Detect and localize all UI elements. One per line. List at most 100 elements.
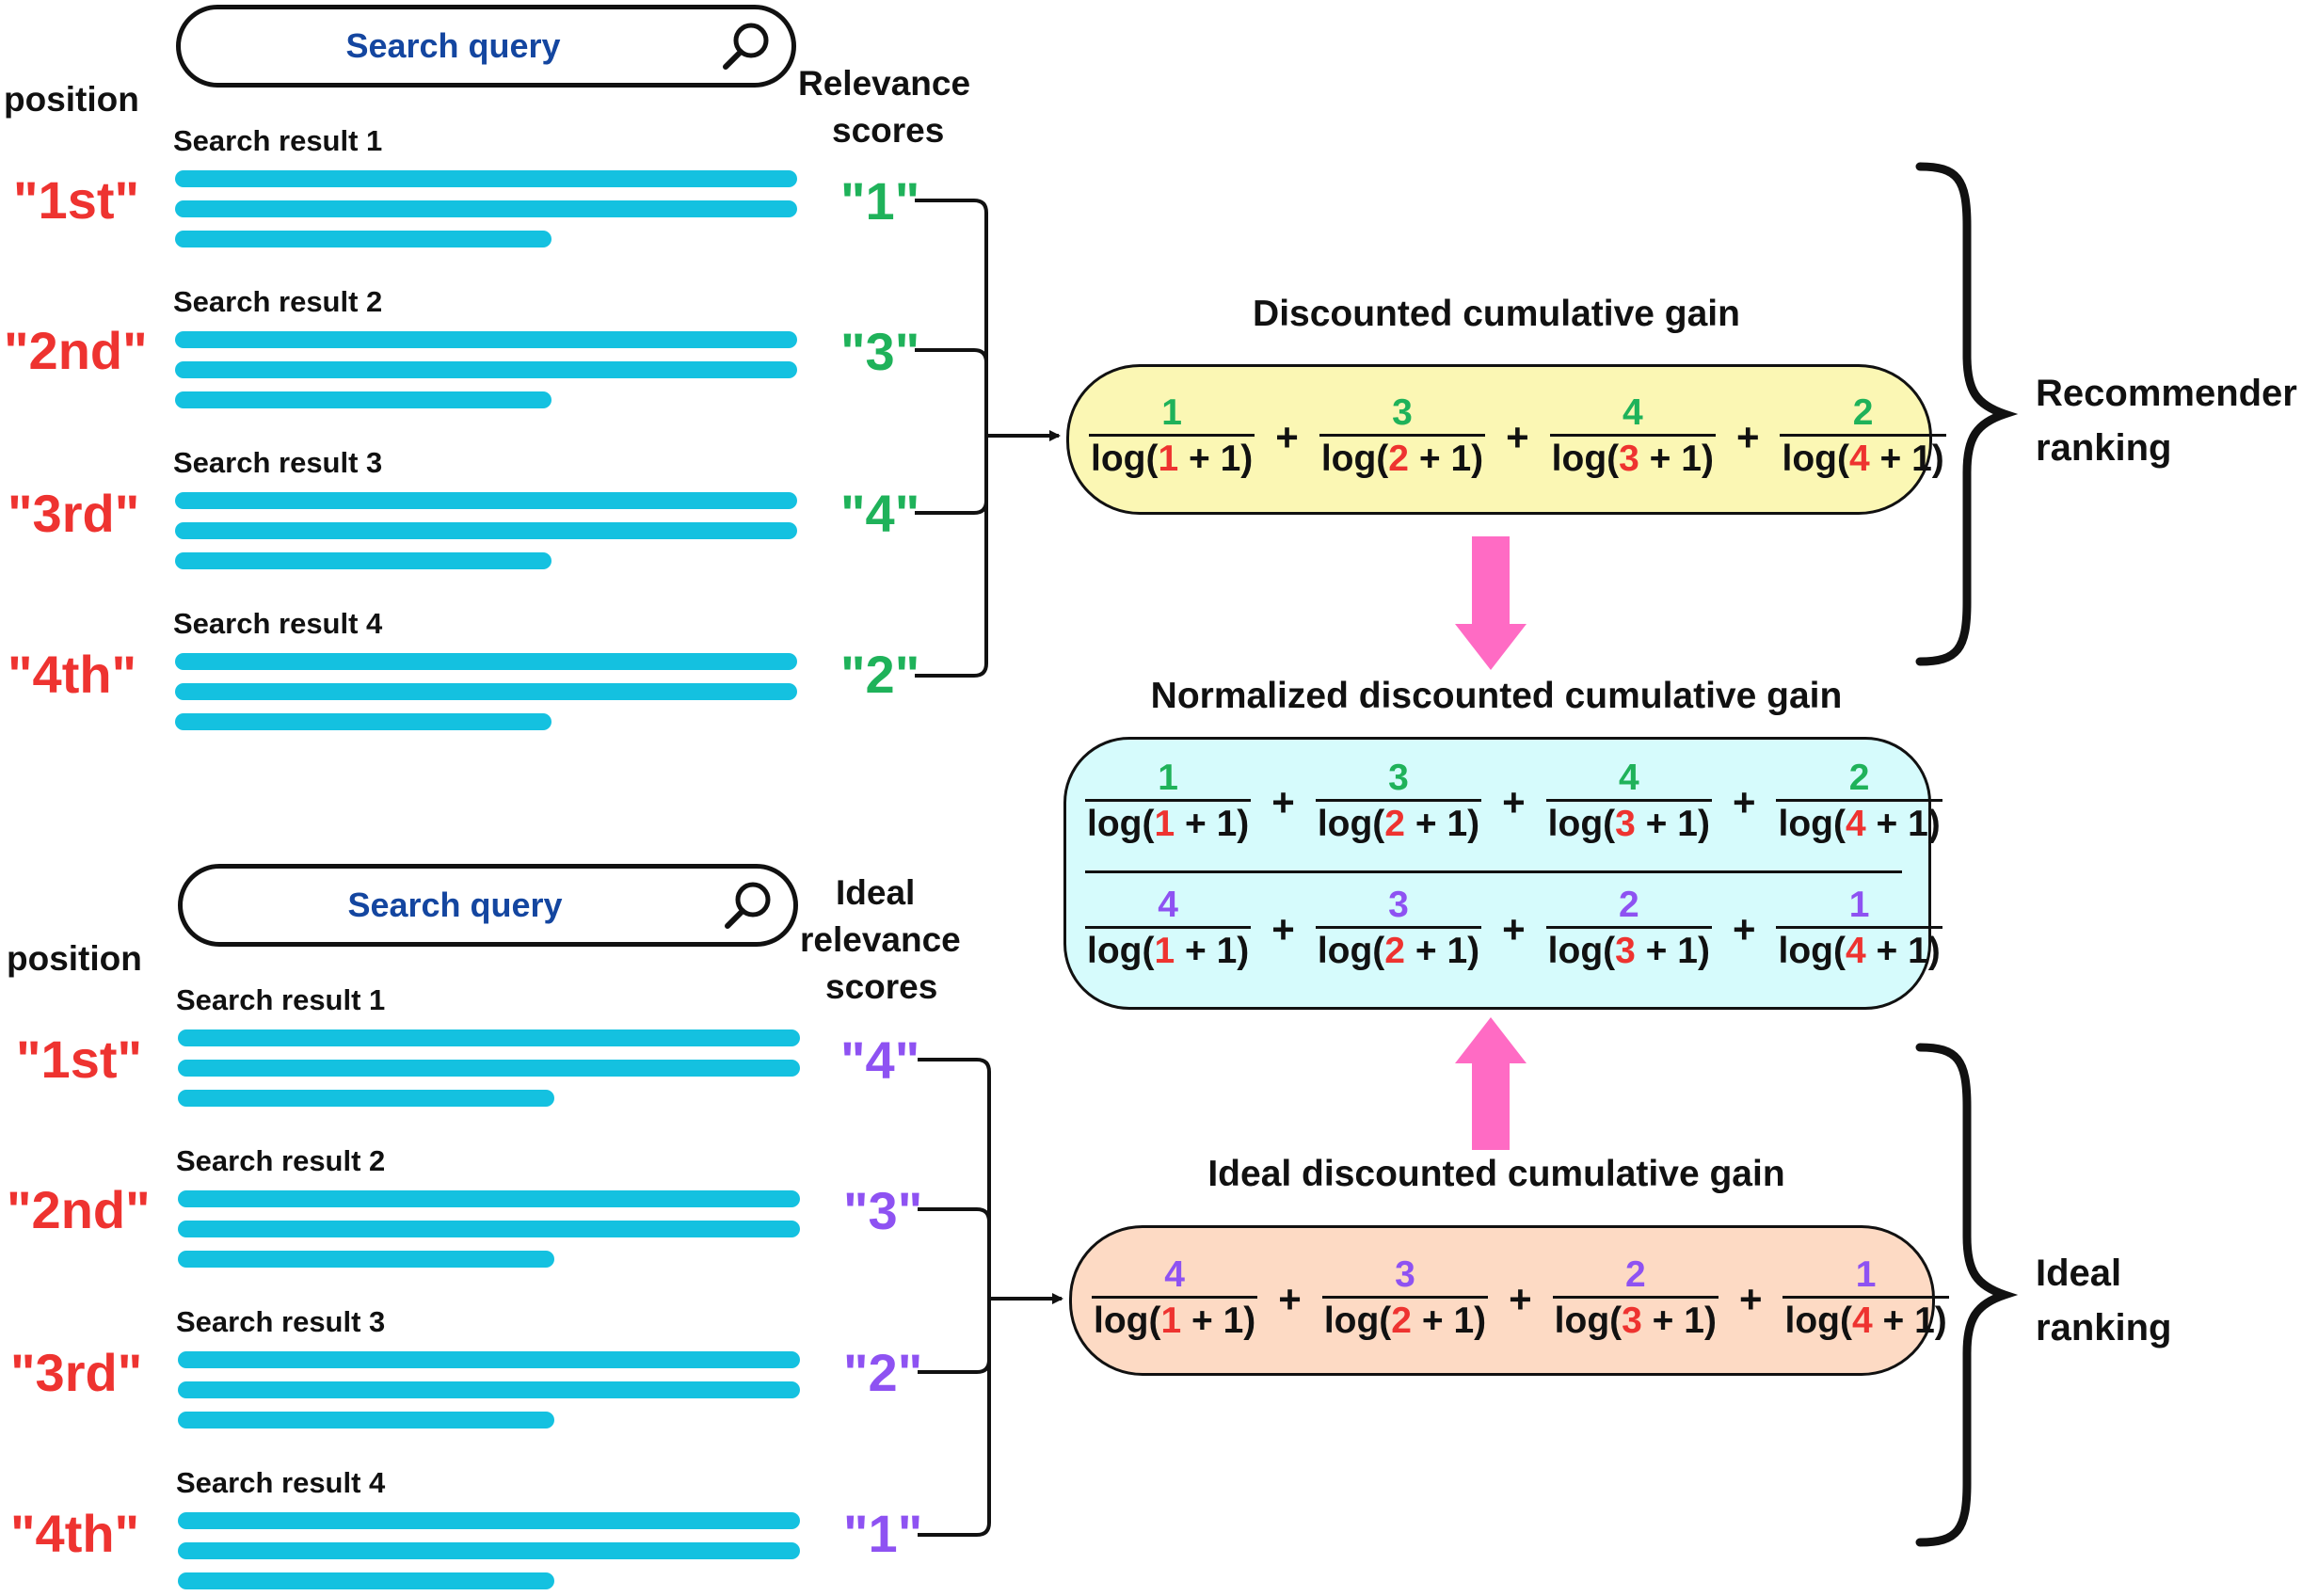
plus-sign: + — [1735, 414, 1760, 459]
result-snippet-bar — [175, 552, 552, 569]
search-result-label[interactable]: Search result 2 — [173, 285, 383, 318]
arrow-up-icon — [1455, 1017, 1527, 1150]
position-index: 3 — [1622, 1301, 1642, 1341]
search-bar-bottom[interactable]: Search query — [178, 864, 798, 947]
position-index: 2 — [1384, 804, 1405, 844]
plus-sign: + — [1278, 1276, 1302, 1321]
relevance-numerator: 4 — [1158, 885, 1178, 925]
fraction-line — [1092, 1296, 1258, 1299]
position-label: "4th" — [8, 645, 137, 704]
result-snippet-bar — [178, 1572, 554, 1589]
result-snippet-bar — [178, 1412, 554, 1428]
relevance-numerator: 4 — [1618, 758, 1639, 798]
fraction-line — [1776, 799, 1942, 802]
ideal-relevance-score: "3" — [843, 1181, 923, 1240]
fraction-line — [1315, 799, 1482, 802]
plus-sign: + — [1502, 779, 1526, 824]
ideal-relevance-score: "4" — [840, 1030, 920, 1090]
search-result-label[interactable]: Search result 1 — [176, 983, 386, 1016]
fraction-line — [1085, 799, 1252, 802]
curly-brace-recommender — [1915, 162, 2019, 666]
fraction-line — [1782, 1296, 1949, 1299]
relevance-score: "3" — [840, 322, 920, 381]
result-snippet-bar — [175, 361, 797, 378]
ideal-relevance-score: "1" — [843, 1504, 923, 1563]
result-snippet-bar — [178, 1542, 800, 1559]
fraction-line — [1545, 926, 1712, 929]
relevance-numerator: 4 — [1164, 1254, 1185, 1295]
search-query-text: Search query — [347, 886, 563, 924]
position-index: 4 — [1851, 1301, 1873, 1341]
plus-sign: + — [1275, 414, 1299, 459]
log-denominator: log(2 + 1) — [1320, 439, 1484, 479]
relevance-numerator: 3 — [1388, 885, 1409, 925]
fraction-line — [1552, 1296, 1719, 1299]
search-icon[interactable] — [722, 879, 775, 932]
result-snippet-bar — [175, 653, 797, 670]
log-denominator: log(4 + 1) — [1778, 931, 1941, 971]
relevance-scores-header-line1: Relevance — [798, 64, 971, 103]
relevance-numerator: 1 — [1161, 392, 1182, 433]
log-denominator: log(1 + 1) — [1091, 439, 1254, 479]
result-snippet-bar — [178, 1351, 800, 1368]
gain-term: 4 log(1 + 1) — [1085, 885, 1252, 974]
plus-sign: + — [1502, 906, 1526, 951]
search-bar-top[interactable]: Search query — [176, 5, 796, 88]
position-index: 4 — [1845, 804, 1866, 844]
gain-term: 4 log(1 + 1) — [1092, 1254, 1258, 1344]
search-result-label[interactable]: Search result 3 — [176, 1305, 386, 1338]
log-denominator: log(1 + 1) — [1087, 931, 1250, 971]
dcg-title: Discounted cumulative gain — [1253, 294, 1740, 334]
recommender-ranking-label: Recommender ranking — [2036, 373, 2297, 469]
position-header: position — [4, 80, 139, 119]
position-label: "4th" — [10, 1504, 140, 1563]
position-index: 3 — [1615, 931, 1636, 971]
relevance-numerator: 1 — [1158, 758, 1178, 798]
position-label: "1st" — [16, 1029, 143, 1089]
position-index: 3 — [1615, 804, 1636, 844]
result-snippet-bar — [178, 1221, 800, 1237]
relevance-numerator: 3 — [1395, 1254, 1415, 1295]
search-result-label[interactable]: Search result 4 — [173, 607, 383, 640]
result-snippet-bar — [178, 1090, 554, 1107]
position-index: 2 — [1391, 1301, 1412, 1341]
relevance-score: "2" — [840, 645, 920, 704]
result-snippet-bar — [175, 713, 552, 730]
relevance-numerator: 1 — [1848, 885, 1870, 925]
search-result-label[interactable]: Search result 4 — [176, 1466, 386, 1499]
search-result-label[interactable]: Search result 1 — [173, 124, 383, 157]
ideal-relevance-score: "2" — [843, 1343, 923, 1402]
result-snippet-bar — [178, 1251, 554, 1268]
result-snippet-bar — [175, 522, 797, 539]
relevance-scores-header-line2: scores — [832, 111, 945, 150]
relevance-score: "1" — [840, 171, 920, 231]
ndcg-formula-box — [1063, 737, 1931, 1010]
fraction-line — [1319, 434, 1486, 437]
position-label: "3rd" — [10, 1343, 143, 1402]
ideal-scores-header-line1: Ideal — [836, 873, 916, 912]
position-index: 4 — [1848, 439, 1870, 479]
fraction-line — [1545, 799, 1712, 802]
search-result-label[interactable]: Search result 3 — [173, 446, 383, 479]
relevance-numerator: 3 — [1388, 758, 1409, 798]
arrow-down-icon — [1455, 536, 1527, 670]
ideal-scores-header-line2: relevance — [800, 920, 961, 959]
search-query-text: Search query — [345, 26, 561, 65]
log-denominator: log(1 + 1) — [1094, 1301, 1256, 1341]
relevance-connector-bottom — [918, 1058, 1063, 1537]
log-denominator: log(3 + 1) — [1551, 439, 1714, 479]
idcg-title: Ideal discounted cumulative gain — [1207, 1154, 1785, 1194]
log-denominator: log(3 + 1) — [1554, 1301, 1717, 1341]
result-snippet-bar — [175, 331, 797, 348]
search-icon[interactable] — [720, 20, 773, 72]
search-result-label[interactable]: Search result 2 — [176, 1144, 386, 1177]
result-snippet-bar — [178, 1381, 800, 1398]
